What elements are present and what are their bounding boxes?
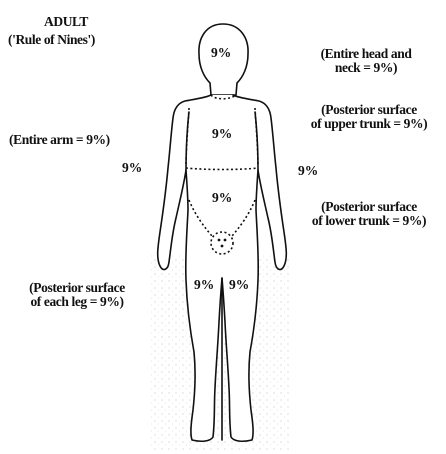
arm-label: (Entire arm = 9%) — [9, 133, 110, 147]
upper-trunk-label: (Posterior surface of upper trunk = 9%) — [296, 103, 442, 131]
leg-label-line1: (Posterior surface — [12, 281, 142, 295]
lower-trunk-label: (Posterior surface of lower trunk = 9%) — [296, 200, 442, 228]
diagram-subtitle: ('Rule of Nines') — [8, 33, 95, 47]
head-percentage: 9% — [211, 45, 231, 61]
lower-trunk-label-line1: (Posterior surface — [296, 200, 442, 214]
head-neck-label-line2: neck = 9%) — [300, 61, 432, 75]
head-neck-label-line1: (Entire head and — [300, 47, 432, 61]
left-leg-percentage: 9% — [194, 277, 214, 293]
upper-trunk-percentage: 9% — [212, 126, 232, 142]
head-neck-label: (Entire head and neck = 9%) — [300, 47, 432, 75]
lower-trunk-percentage: 9% — [212, 190, 232, 206]
right-arm-percentage: 9% — [298, 163, 318, 179]
leg-label-line2: of each leg = 9%) — [12, 295, 142, 309]
diagram-title: ADULT — [44, 15, 88, 29]
lower-trunk-label-line2: of lower trunk = 9%) — [296, 214, 442, 228]
leg-label: (Posterior surface of each leg = 9%) — [12, 281, 142, 309]
upper-trunk-label-line1: (Posterior surface — [296, 103, 442, 117]
upper-trunk-label-line2: of upper trunk = 9%) — [296, 117, 442, 131]
left-arm-percentage: 9% — [122, 160, 142, 176]
right-leg-percentage: 9% — [229, 277, 249, 293]
